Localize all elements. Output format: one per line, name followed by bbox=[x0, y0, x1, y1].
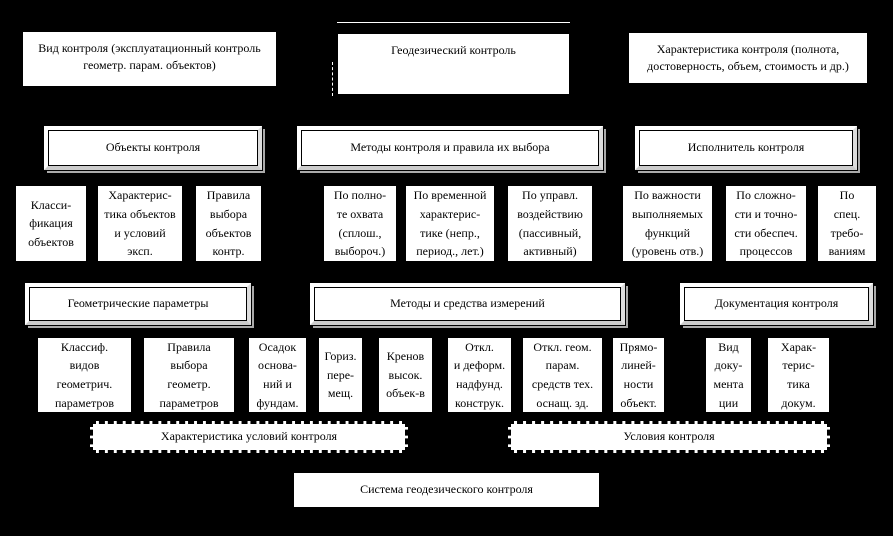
box-po-polnote-okhvata: По полно- те охвата (сплош., выбороч.) bbox=[323, 185, 397, 262]
box-usloviya-kontrolya: Условия контроля bbox=[508, 421, 830, 453]
decor-left-dashed-line bbox=[332, 62, 333, 96]
box-pravila-vybora-obektov: Правила выбора объектов контр. bbox=[195, 185, 262, 262]
header-dokumentatsiya-kontrolya: Документация контроля bbox=[679, 282, 874, 326]
header-metody-kontrolya: Методы контроля и правила их выбора bbox=[296, 125, 604, 171]
box-krenov-vysok-obektov: Кренов высок. объек-в bbox=[378, 337, 433, 413]
box-pravila-vybora-parametrov: Правила выбора геометр. параметров bbox=[143, 337, 235, 413]
box-osadok-osnovaniy: Осадок основа- ний и фундам. bbox=[248, 337, 307, 413]
box-vid-kontrolya: Вид контроля (эксплуатационный контроль … bbox=[22, 31, 277, 87]
box-po-upravl-vozdeystviyu: По управл. воздействию (пассивный, актив… bbox=[507, 185, 593, 262]
box-po-slozhnosti-tochnosti: По сложно- сти и точно- сти обеспеч. про… bbox=[725, 185, 807, 262]
decor-top-line bbox=[337, 22, 570, 23]
box-vid-dokumentatsii: Вид доку- мента ции bbox=[705, 337, 752, 413]
box-klassif-vidov-parametrov: Классиф. видов геометрич. параметров bbox=[37, 337, 132, 413]
box-klassifikatsiya-obektov: Класси- фикация объектов bbox=[15, 185, 87, 262]
box-sistema-geodezicheskogo-kontrolya: Система геодезического контроля bbox=[293, 472, 600, 508]
box-po-vremennoy-kharakteristike: По временной характерис- тике (непр., пе… bbox=[405, 185, 495, 262]
box-kharakteristika-usloviy-kontrolya: Характеристика условий контроля bbox=[90, 421, 408, 453]
header-geometricheskie-parametry: Геометрические параметры bbox=[24, 282, 252, 326]
box-geodezichesky-kontrol: Геодезический контроль bbox=[337, 33, 570, 95]
header-ispolnitel-kontrolya: Исполнитель контроля bbox=[634, 125, 858, 171]
box-kharakteristika-obektov: Характерис- тика объектов и условий эксп… bbox=[97, 185, 183, 262]
box-otkl-geom-param: Откл. геом. парам. средств тех. оснащ. з… bbox=[522, 337, 603, 413]
header-obekty-kontrolya: Объекты контроля bbox=[43, 125, 263, 171]
box-kharakteristika-kontrolya: Характеристика контроля (полнота, достов… bbox=[628, 32, 868, 84]
box-pryamolineynosti: Прямо- линей- ности объект. bbox=[612, 337, 665, 413]
box-goriz-peremeshch: Гориз. пере- мещ. bbox=[318, 337, 363, 413]
box-otkl-deform-konstruk: Откл. и деформ. надфунд. конструк. bbox=[447, 337, 512, 413]
box-po-spets-trebovaniyam: По спец. требо- ваниям bbox=[817, 185, 877, 262]
header-metody-sredstva-izmereniy: Методы и средства измерений bbox=[309, 282, 626, 326]
box-po-vazhnosti-funktsiy: По важности выполняемых функций (уровень… bbox=[622, 185, 713, 262]
box-kharakteristika-dokum: Харак- терис- тика докум. bbox=[767, 337, 830, 413]
